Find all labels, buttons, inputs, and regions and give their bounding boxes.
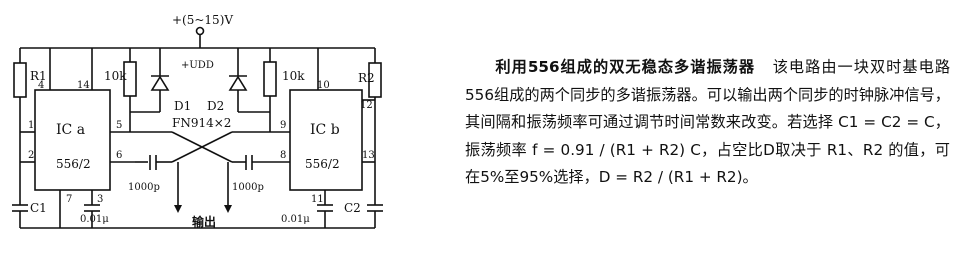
d2-label: D2 <box>207 99 224 113</box>
output-label: 输出 <box>192 214 216 229</box>
ic-a-body <box>34 89 111 191</box>
resistor-r1 <box>13 62 27 98</box>
r10k-left-label: 10k <box>104 69 127 83</box>
ic-a-part: 556/2 <box>56 157 91 171</box>
resistor-10k-right <box>263 61 277 97</box>
output-arrow-right <box>224 205 232 213</box>
pin-2: 2 <box>28 150 34 161</box>
pin-10: 10 <box>317 80 330 91</box>
pin-7: 7 <box>66 194 72 205</box>
vdd-label: +UDD <box>181 60 214 71</box>
diode-d2 <box>228 75 248 91</box>
ic-b-body <box>289 89 363 191</box>
description-paragraph: 利用556组成的双无稳态多谐振荡器 该电路由一块双时基电路556组成的两个同步的… <box>465 54 950 192</box>
r2-label: R2 <box>358 71 375 85</box>
c2-label: C2 <box>344 201 361 215</box>
supply-label: +(5~15)V <box>172 13 233 27</box>
description-body: 该电路由一块双时基电路556组成的两个同步的多谐振荡器。可以输出两个同步的时钟脉… <box>465 58 951 186</box>
pin-5: 5 <box>116 120 122 131</box>
pin-4: 4 <box>38 80 44 91</box>
pin-6: 6 <box>116 150 122 161</box>
description-title: 利用556组成的双无稳态多谐振荡器 <box>495 58 756 76</box>
circuit-schematic: +(5~15)V +UDD D1 D2 FN914×2 R1 R2 10k 10… <box>12 13 383 229</box>
pin-14: 14 <box>77 80 90 91</box>
ctrl-cap-right-value: 0.01μ <box>281 214 310 225</box>
pin-1: 1 <box>28 120 34 131</box>
diode-type-label: FN914×2 <box>172 116 231 130</box>
r1-label: R1 <box>30 69 47 83</box>
diode-d1 <box>150 75 170 91</box>
pin-9: 9 <box>280 120 286 131</box>
pin-13: 13 <box>362 150 375 161</box>
pin-3: 3 <box>97 194 103 205</box>
output-arrow-left <box>174 205 182 213</box>
cap-left-value: 1000p <box>128 182 160 193</box>
supply-terminal <box>195 26 205 36</box>
c1-label: C1 <box>30 201 47 215</box>
pin-11: 11 <box>311 194 324 205</box>
pin-8: 8 <box>280 150 286 161</box>
d1-label: D1 <box>174 99 191 113</box>
cap-right-value: 1000p <box>232 182 264 193</box>
description-block: 利用556组成的双无稳态多谐振荡器 该电路由一块双时基电路556组成的两个同步的… <box>465 54 950 192</box>
ic-b-name: IC b <box>310 122 340 138</box>
r10k-right-label: 10k <box>282 69 305 83</box>
ctrl-cap-left-value: 0.01μ <box>80 214 109 225</box>
ic-b-part: 556/2 <box>305 157 340 171</box>
pin-12: 12 <box>360 100 373 111</box>
ic-a-name: IC a <box>56 122 85 138</box>
